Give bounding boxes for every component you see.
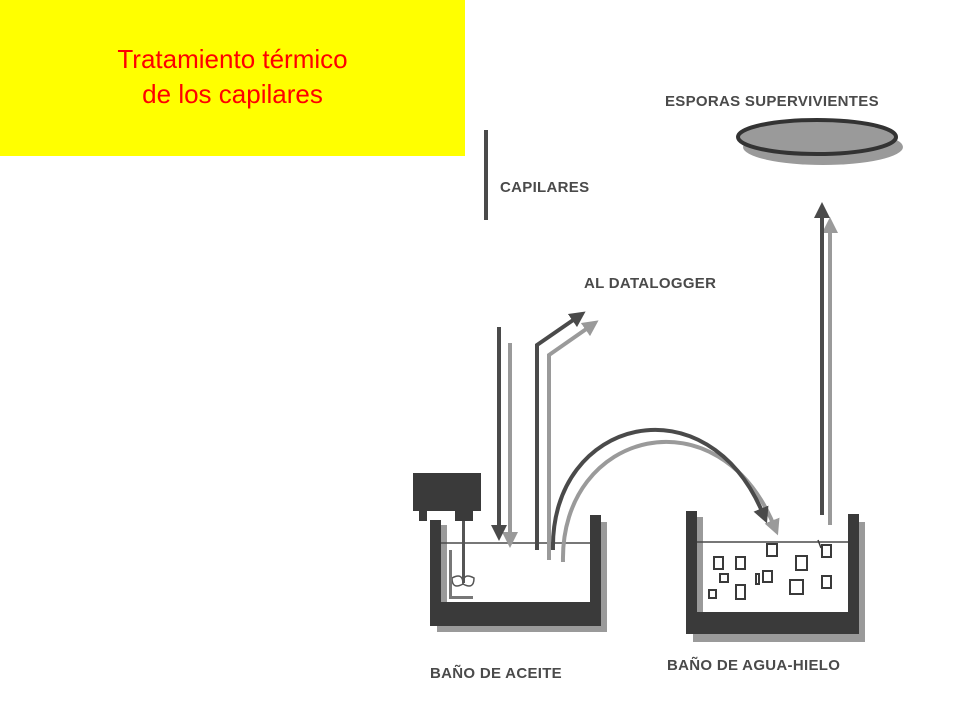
arrow-to-petri-dish bbox=[814, 202, 838, 525]
label-oil-bath: BAÑO DE ACEITE bbox=[430, 664, 562, 682]
title-line-2: de los capilares bbox=[142, 79, 323, 109]
page-title: Tratamiento térmico de los capilares bbox=[0, 42, 465, 112]
capillary-tube bbox=[484, 130, 488, 220]
title-line-1: Tratamiento térmico bbox=[117, 44, 348, 74]
label-spores: ESPORAS SUPERVIVIENTES bbox=[665, 93, 879, 110]
arrow-to-datalogger bbox=[535, 311, 599, 560]
petri-dish bbox=[736, 118, 903, 165]
arrow-into-oil-bath bbox=[491, 327, 518, 548]
arrow-oil-to-ice bbox=[550, 428, 780, 563]
title-box bbox=[0, 0, 465, 156]
label-ice-bath: BAÑO DE AGUA-HIELO bbox=[667, 656, 840, 674]
label-capillaries: CAPILARES bbox=[500, 179, 589, 196]
label-datalogger: AL DATALOGGER bbox=[584, 275, 716, 292]
ice-water-bath bbox=[686, 511, 865, 642]
